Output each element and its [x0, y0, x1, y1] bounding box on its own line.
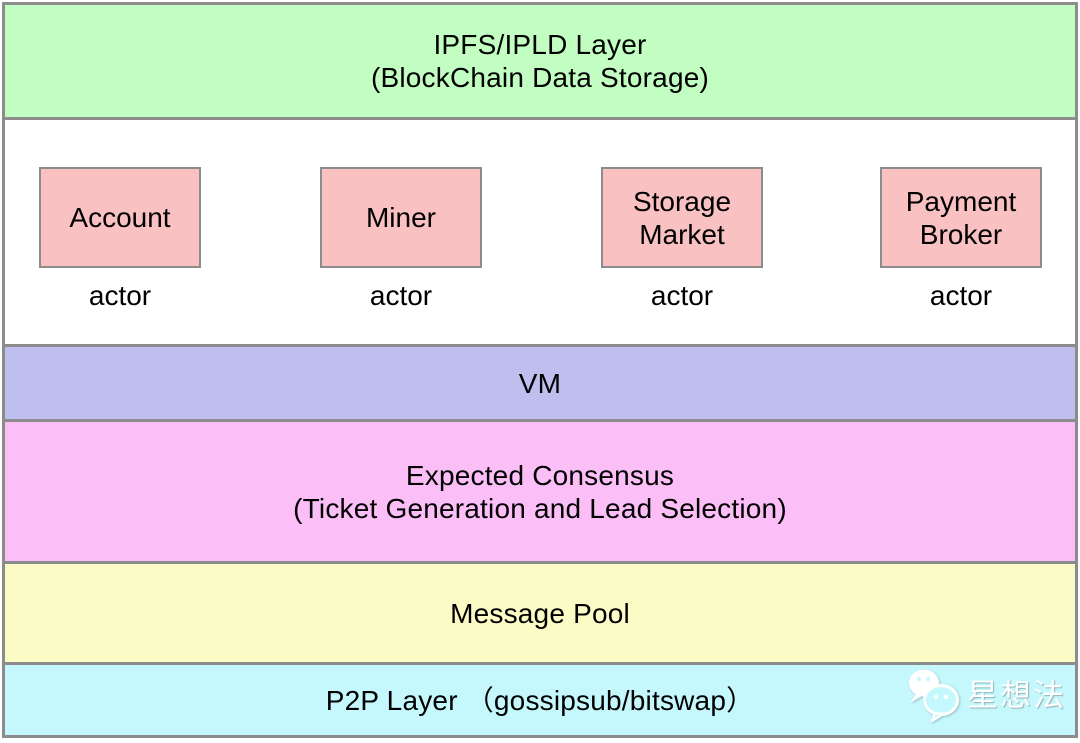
actor-box-miner: Miner [320, 167, 482, 268]
actor-column-miner: Miner actor [320, 167, 482, 311]
layer-ipfs-ipld-label: IPFS/IPLD Layer (BlockChain Data Storage… [370, 29, 710, 93]
layer-message-pool-label: Message Pool [450, 597, 630, 629]
wechat-icon [903, 664, 963, 727]
layer-vm: VM [5, 344, 1075, 419]
watermark: 星想法 [903, 664, 1066, 727]
actor-box-account: Account [39, 167, 201, 268]
actor-box-storage-market: Storage Market [601, 167, 763, 268]
layer-ipfs-ipld: IPFS/IPLD Layer (BlockChain Data Storage… [5, 5, 1075, 117]
layer-p2p-label: P2P Layer （gossipsub/bitswap） [325, 684, 755, 716]
layer-message-pool: Message Pool [5, 561, 1075, 662]
actor-caption: actor [369, 280, 433, 311]
actor-column-account: Account actor [39, 167, 201, 311]
actor-caption: actor [650, 280, 714, 311]
layer-expected-consensus-label: Expected Consensus (Ticket Generation an… [293, 459, 787, 524]
actor-caption: actor [929, 280, 993, 311]
layer-vm-label: VM [518, 367, 562, 399]
watermark-text: 星想法 [967, 678, 1066, 713]
layer-actors: Account actor Miner actor Storage Market… [5, 117, 1075, 344]
actor-column-storage-market: Storage Market actor [601, 167, 763, 311]
actor-box-payment-broker: Payment Broker [880, 167, 1042, 268]
actor-column-payment-broker: Payment Broker actor [880, 167, 1042, 311]
layer-p2p: P2P Layer （gossipsub/bitswap） [5, 662, 1075, 735]
actor-caption: actor [88, 280, 152, 311]
layer-expected-consensus: Expected Consensus (Ticket Generation an… [5, 419, 1075, 561]
